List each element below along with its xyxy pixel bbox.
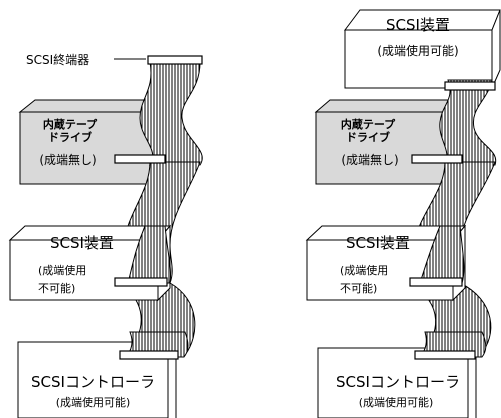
left-tape-connector: [114, 154, 166, 164]
left-scsi-device-status-line2: 不可能): [38, 281, 75, 295]
right-controller-connector: [414, 350, 476, 360]
right-tape-connector: [411, 154, 463, 164]
left-terminator-label: SCSI終端器: [26, 52, 89, 67]
left-scsi-device-connector: [114, 277, 168, 287]
right-top-device-box: SCSI装置 (成端使用可能): [344, 9, 501, 89]
right-controller-status: (成端使用可能): [359, 395, 434, 409]
right-scsi-device-connector: [409, 277, 463, 287]
right-top-device-connector: [444, 81, 496, 91]
left-tape-title-line1: 内蔵テープ: [43, 117, 98, 131]
right-tape-title-line2: ドライブ: [346, 130, 390, 144]
right-scsi-device-status-line1: (成端使用: [340, 264, 388, 277]
left-diagram: 内蔵テープ ドライブ (成端無し) SCSI終端器 SCSI装置 (成端使用 不…: [8, 52, 203, 418]
right-controller-title: SCSIコントローラ: [336, 373, 460, 391]
right-diagram: SCSI装置 (成端使用可能) 内蔵テープ ドライブ (成端無し) SCS: [305, 9, 501, 418]
right-controller-box: SCSIコントローラ (成端使用可能): [317, 341, 477, 418]
left-terminator-connector: [147, 55, 203, 65]
left-controller-title: SCSIコントローラ: [31, 373, 155, 391]
right-tape-title-line1: 内蔵テープ: [341, 117, 396, 131]
left-tape-drive-box: 内蔵テープ ドライブ (成端無し): [18, 99, 176, 186]
left-scsi-device-title: SCSI装置: [50, 234, 114, 252]
right-top-device-title: SCSI装置: [386, 16, 450, 34]
left-scsi-device-status-line1: (成端使用: [38, 264, 86, 277]
right-scsi-device-status-line2: 不可能): [340, 281, 377, 295]
left-controller-connector: [119, 350, 179, 360]
left-controller-status: (成端使用可能): [56, 395, 131, 409]
right-tape-status: (成端無し): [341, 152, 398, 167]
left-tape-status: (成端無し): [39, 152, 96, 167]
right-scsi-device-title: SCSI装置: [346, 234, 410, 252]
right-top-device-status: (成端使用可能): [377, 43, 458, 58]
left-tape-title-line2: ドライブ: [48, 130, 92, 144]
